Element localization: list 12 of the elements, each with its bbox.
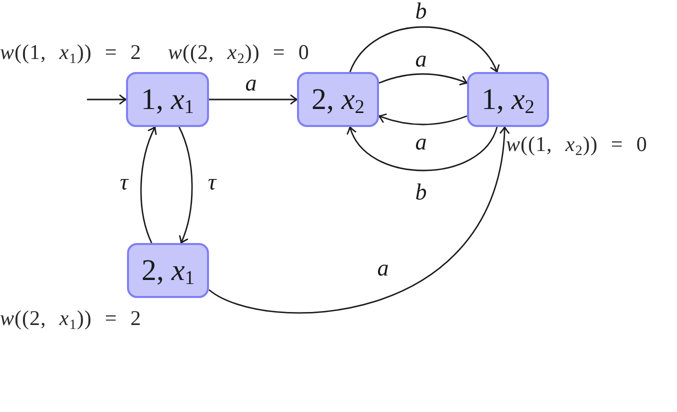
- state-label: 2, x$_{1}$: [141, 256, 195, 286]
- state-box: [467, 72, 549, 127]
- state-label: 1, x$_{1}$: [140, 84, 194, 114]
- state-box: [127, 243, 209, 298]
- state-box: [126, 72, 209, 127]
- state-label: 1, x$_{2}$: [481, 84, 535, 114]
- weight-label: w((2, x$_{1}$)) = 2: [0, 308, 142, 329]
- weight-label: w((1, x$_{1}$)) = 2: [0, 42, 142, 63]
- weight-label: w((2, x$_{2}$)) = 0: [168, 42, 310, 63]
- state-box: [297, 72, 379, 127]
- state-label: 2, x$_{2}$: [311, 84, 365, 114]
- weight-label: w((1, x$_{2}$)) = 0: [506, 134, 648, 155]
